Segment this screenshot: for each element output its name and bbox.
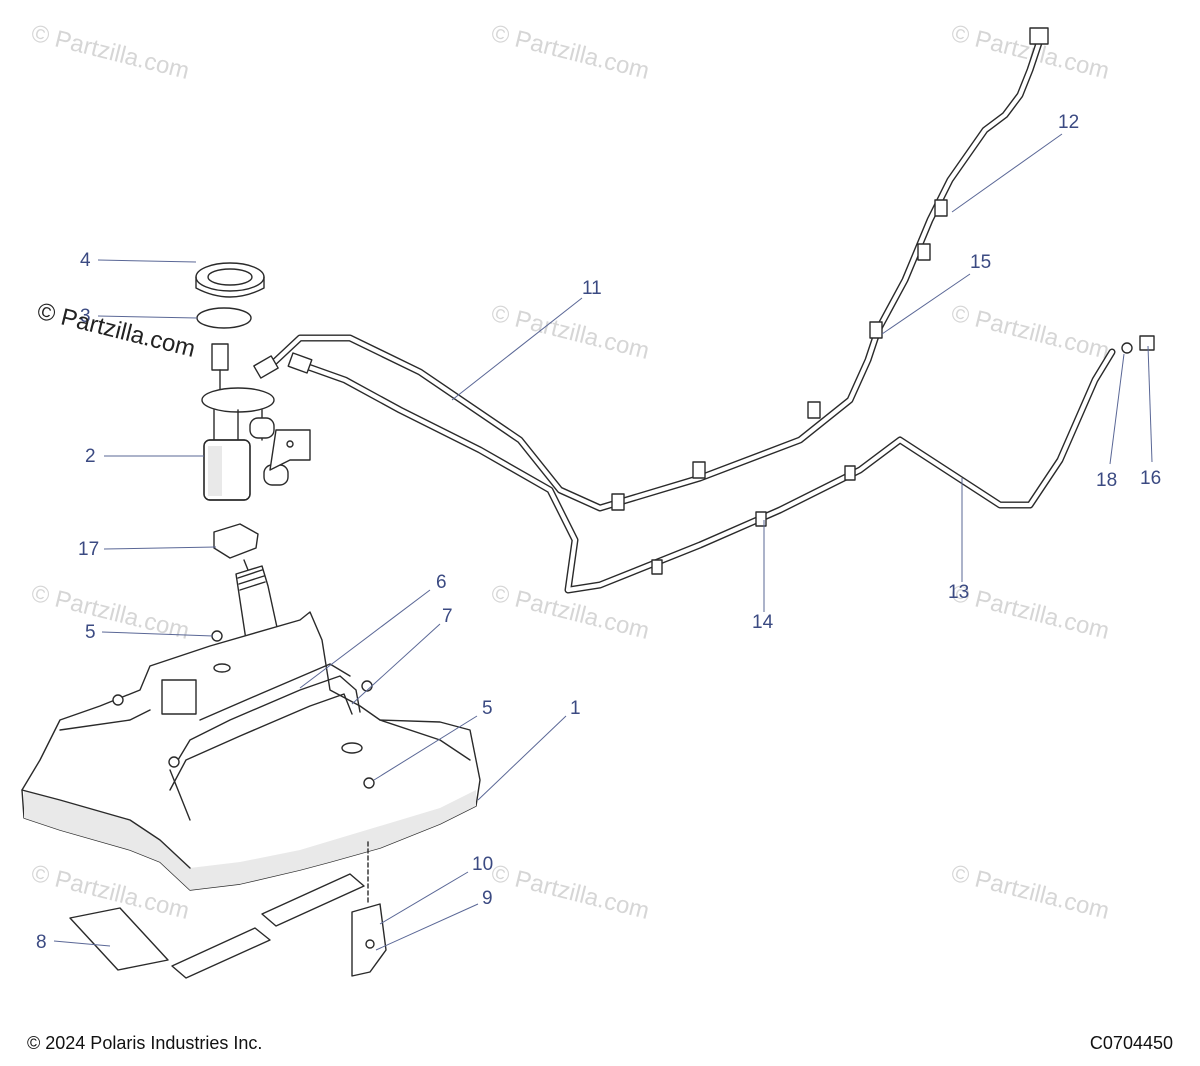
watermark-text: © Partzilla.com	[489, 300, 652, 365]
callout-13: 13	[948, 582, 969, 603]
watermark-text: © Partzilla.com	[949, 580, 1112, 645]
watermark-text: © Partzilla.com	[489, 860, 652, 925]
callout-2: 2	[85, 446, 96, 467]
lock-ring[interactable]	[195, 262, 265, 298]
callout-5b: 5	[482, 698, 493, 719]
callout-11: 11	[582, 278, 602, 299]
callout-6: 6	[436, 572, 447, 593]
watermark-text: © Partzilla.com	[29, 580, 192, 645]
tank-straps[interactable]	[169, 663, 361, 821]
tank-cap[interactable]	[213, 523, 259, 571]
watermark-text: © Partzilla.com	[949, 300, 1112, 365]
pads[interactable]	[69, 873, 365, 979]
callout-15: 15	[970, 252, 991, 273]
callout-16: 16	[1140, 468, 1161, 489]
watermark-text: © Partzilla.com	[489, 20, 652, 85]
callout-17: 17	[78, 539, 99, 560]
callout-14: 14	[752, 612, 774, 633]
fuel-pump-module[interactable]	[201, 343, 311, 501]
callout-5a: 5	[85, 622, 96, 643]
callout-labels: 1 2 3 4 5 5 6 7 8 9 10 11 12 13 14 15 16…	[36, 112, 1161, 953]
callout-1: 1	[570, 698, 581, 719]
callout-7: 7	[442, 606, 453, 627]
fuel-tank[interactable]	[21, 565, 481, 891]
fuel-line-assembly-upper[interactable]	[253, 27, 1155, 594]
callout-4: 4	[80, 250, 91, 271]
watermark-text: © Partzilla.com	[29, 20, 192, 85]
copyright-notice: © 2024 Polaris Industries Inc.	[27, 1033, 263, 1053]
drawing-code: C0704450	[1089, 1033, 1173, 1053]
watermark-dark: © Partzilla.com	[35, 298, 198, 363]
callout-9: 9	[482, 888, 493, 909]
callout-8: 8	[36, 932, 47, 953]
leader-lines	[53, 133, 1153, 951]
callout-12: 12	[1058, 112, 1079, 133]
bracket[interactable]	[351, 841, 387, 977]
callout-10: 10	[472, 854, 493, 875]
callout-3: 3	[80, 306, 91, 327]
watermark-text: © Partzilla.com	[949, 860, 1112, 925]
seal-o-ring[interactable]	[196, 307, 252, 329]
callout-18: 18	[1096, 470, 1117, 491]
